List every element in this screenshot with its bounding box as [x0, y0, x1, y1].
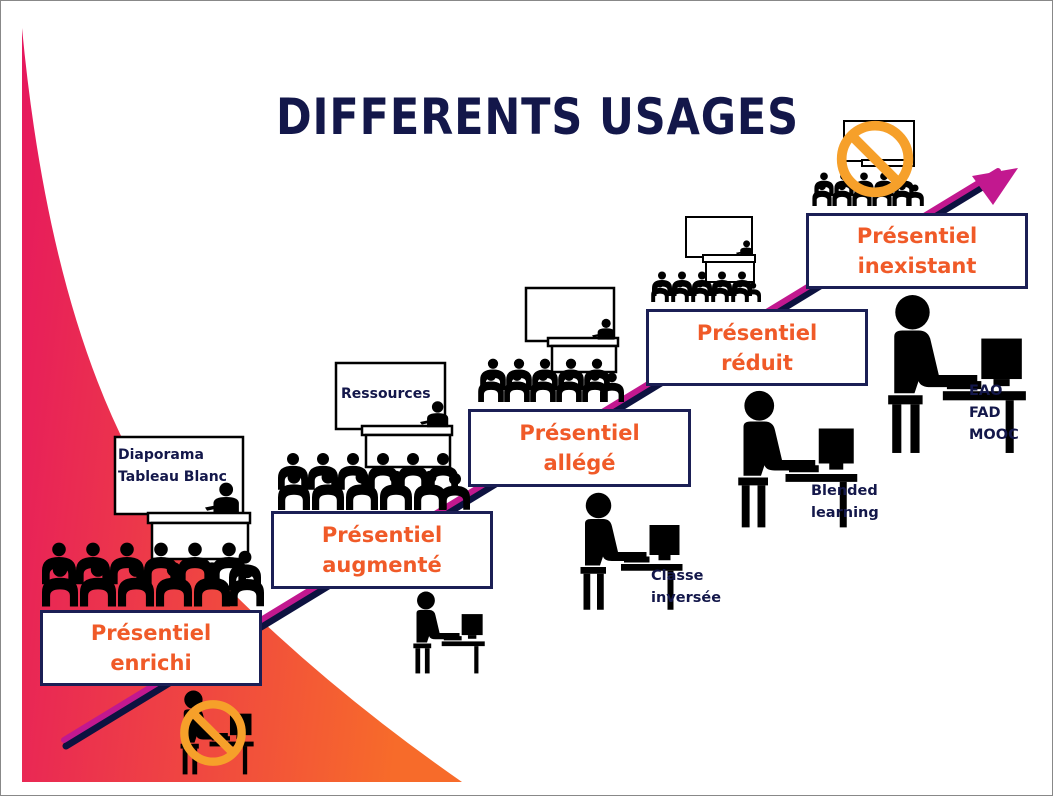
board-line: Ressources	[341, 386, 431, 402]
caption-line: inversée	[651, 590, 722, 606]
caption-line: FAD	[969, 405, 1001, 421]
caption-stage5: EAO FAD MOOC	[969, 380, 1019, 446]
gradient-background	[22, 28, 462, 782]
stage-label-line2: réduit	[721, 350, 793, 375]
caption-stage4: Blended learning	[811, 480, 879, 524]
stage-label-box-4: Présentiel réduit	[646, 309, 868, 386]
stage-label-line2: inexistant	[857, 254, 977, 278]
stage-label-line1: Présentiel	[90, 621, 212, 645]
page-title: DIFFERENTS USAGES	[276, 88, 799, 146]
board-line: Tableau Blanc	[118, 469, 227, 485]
board-line: Diaporama	[118, 447, 204, 463]
caption-stage3: Classe inversée	[651, 565, 721, 609]
stage-label-line2: enrichi	[110, 651, 192, 675]
stage-label-line1: Présentiel	[519, 421, 640, 445]
caption-line: Blended	[811, 483, 878, 499]
stage-label-line1: Présentiel	[321, 523, 443, 547]
classroom-icon-stage2	[278, 361, 470, 510]
classroom-icon-stage1	[42, 435, 264, 607]
stage-label-line2: augmenté	[322, 553, 442, 577]
stage-label-box-1: Présentiel enrichi	[40, 610, 262, 686]
stage-label-box-3: Présentiel allégé	[468, 409, 691, 487]
stage-label-line2: allégé	[543, 451, 616, 475]
classroom-icon-stage3	[478, 286, 624, 402]
stage-label-box-5: Présentiel inexistant	[806, 213, 1028, 289]
caption-line: Classe	[651, 568, 704, 584]
caption-line: learning	[811, 505, 879, 521]
board-text-stage1: Diaporama Tableau Blanc	[118, 444, 227, 488]
stage-label-line1: Présentiel	[696, 320, 818, 345]
caption-line: MOOC	[969, 427, 1019, 443]
stage-label-box-2: Présentiel augmenté	[271, 511, 493, 589]
board-text-stage2: Ressources	[341, 383, 431, 405]
classroom-icon-stage5	[812, 120, 924, 206]
classroom-icon-stage4	[651, 216, 761, 302]
caption-line: EAO	[969, 383, 1003, 399]
stage-label-line1: Présentiel	[856, 224, 978, 248]
